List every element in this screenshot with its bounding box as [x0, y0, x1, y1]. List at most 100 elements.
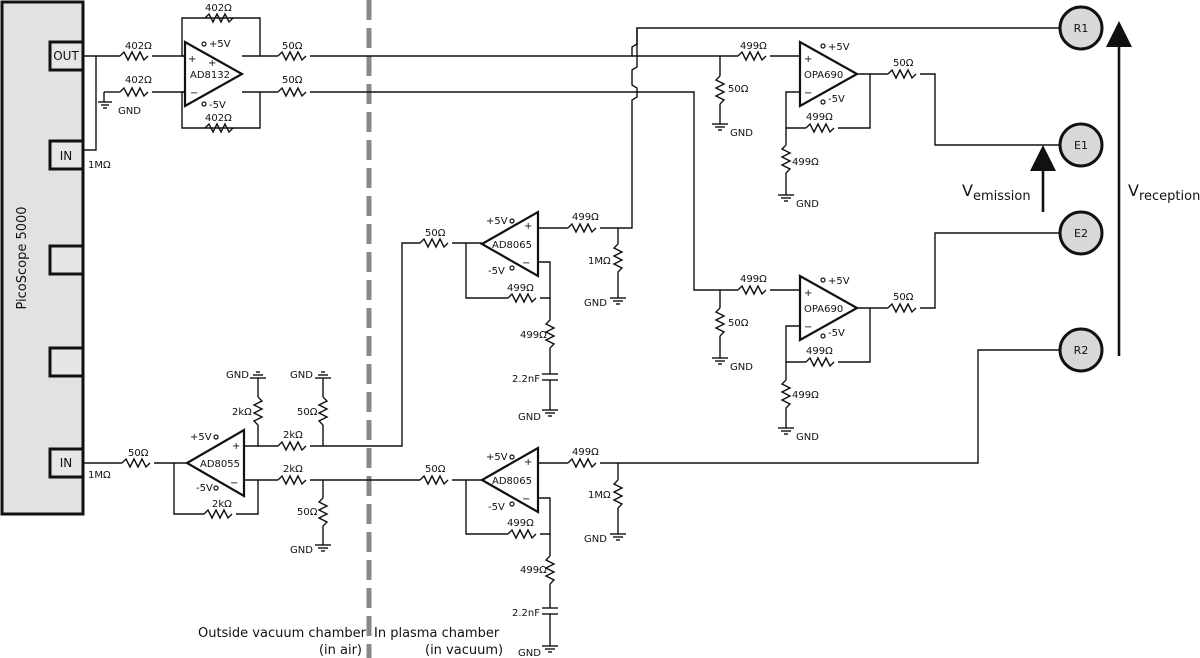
ad8065l-neg: -5V [488, 502, 505, 513]
ad8065u-minus: − [522, 258, 530, 269]
ad8065u-neg: -5V [488, 266, 505, 277]
resistor-50-ad8065u-in [419, 237, 449, 249]
opa2-neg: -5V [828, 328, 845, 339]
port-in-1-label: IN [60, 149, 73, 163]
r50-ad8065u-in-label: 50Ω [425, 228, 446, 239]
ad8065-upper-triangle [479, 210, 540, 278]
r499-ad8065l-out-label: 499Ω [572, 447, 599, 458]
ad8132-minus: − [190, 88, 198, 99]
resistor-499-ad8065u-fb [507, 292, 537, 304]
gnd-ad8132: GND [118, 106, 141, 117]
opa2-minus: − [804, 322, 812, 333]
r2k-up1-label: 2kΩ [232, 407, 252, 418]
outside-label-2: (in air) [319, 643, 362, 658]
electrode-r1-label: R1 [1074, 22, 1089, 35]
resistor-50-out2 [277, 86, 307, 98]
ad8132-neg: -5V [209, 100, 226, 111]
r499-opa1-fb-label: 499Ω [806, 112, 833, 123]
opa690-lower-label: OPA690 [804, 304, 843, 315]
port-out[interactable] [48, 40, 85, 72]
r499-ad8065l-gnd-label: 499Ω [520, 565, 547, 576]
c22n-upper-label: 2.2nF [512, 374, 540, 385]
r-1M-bottom: 1MΩ [88, 470, 111, 481]
resistor-50-up2 [317, 396, 329, 426]
ad8132-stage: 1MΩ 402Ω 402Ω GND AD8132 + + − +5V -5V 4… [83, 3, 1060, 291]
resistor-499-opa2-fb [805, 356, 835, 368]
resistor-499-opa1-fb [805, 122, 835, 134]
r50-up2-label: 50Ω [297, 407, 318, 418]
port-4[interactable] [48, 346, 85, 378]
opa1-pos: +5V [828, 42, 850, 53]
gnd-ad8065l: GND [584, 534, 607, 545]
gnd-ad8065l-c: GND [518, 648, 541, 658]
resistor-1M-ad8065l [612, 479, 624, 509]
gnd-opa2-shunt: GND [730, 362, 753, 373]
r499-opa1-in-label: 499Ω [740, 41, 767, 52]
opa690-lower-stage: 499Ω 50Ω GND OPA690 + − +5V -5V 499Ω 50Ω… [712, 232, 1060, 443]
resistor-499-ad8065u-out [567, 222, 597, 234]
ad8065-upper-label: AD8065 [492, 240, 532, 251]
r50-out2-label: 50Ω [282, 75, 303, 86]
gnd-ad8055-c: GND [290, 545, 313, 556]
emission-label: Vemission [962, 181, 1031, 204]
electrode-e2[interactable]: E2 [1058, 210, 1104, 256]
resistor-402-fb2 [204, 122, 234, 134]
resistor-50-ad8055-in [121, 457, 151, 469]
ad8065-lower-stage: 50Ω AD8065 + − +5V -5V 499Ω 499Ω 1MΩ GND… [419, 349, 1060, 658]
ad8065-lower-label: AD8065 [492, 476, 532, 487]
reception-label: Vreception [1128, 181, 1200, 204]
resistor-499-ad8065l-out [567, 457, 597, 469]
electrode-e1[interactable]: E1 [1058, 122, 1104, 168]
ad8055-plus: + [232, 441, 240, 452]
ad8065u-pos: +5V [486, 216, 508, 227]
opa690-upper-triangle [798, 40, 860, 108]
ad8132-label: AD8132 [190, 70, 230, 81]
r2k-out2-label: 2kΩ [283, 464, 303, 475]
ad8055-triangle [184, 428, 246, 498]
gnd-opa1-shunt: GND [730, 128, 753, 139]
resistor-2k-out1 [277, 440, 307, 452]
r50-ad8055-in-label: 50Ω [128, 448, 149, 459]
inside-label-1: In plasma chamber [374, 626, 500, 641]
r402-in2-label: 402Ω [125, 75, 152, 86]
opa690-upper-label: OPA690 [804, 70, 843, 81]
r50-dn-label: 50Ω [297, 507, 318, 518]
resistor-499-opa1-in [737, 50, 767, 62]
r50-opa1-shunt-label: 50Ω [728, 84, 749, 95]
r2k-fb-label: 2kΩ [212, 499, 232, 510]
resistor-402-fb1 [204, 12, 234, 24]
r50-ad8065l-in-label: 50Ω [425, 464, 446, 475]
port-3[interactable] [48, 244, 85, 276]
r499-ad8065u-gnd-label: 499Ω [520, 330, 547, 341]
gnd-opa2: GND [796, 432, 819, 443]
c22n-lower-label: 2.2nF [512, 608, 540, 619]
r1M-ad8065u-label: 1MΩ [588, 256, 611, 267]
electrode-r1[interactable]: R1 [1058, 5, 1104, 51]
r402-fb1-label: 402Ω [205, 3, 232, 14]
r50-opa2-shunt-label: 50Ω [728, 318, 749, 329]
ad8065-upper-stage: 50Ω AD8065 + − +5V -5V 499Ω 499Ω 1MΩ GND… [419, 28, 638, 423]
r499-ad8065u-fb-label: 499Ω [507, 283, 534, 294]
r2k-out1-label: 2kΩ [283, 430, 303, 441]
r499-ad8065u-out-label: 499Ω [572, 212, 599, 223]
resistor-499-ad8065l-fb [507, 528, 537, 540]
resistor-50-dn [317, 497, 329, 527]
ad8132-pos: +5V [209, 39, 231, 50]
ad8065l-minus: − [522, 494, 530, 505]
ad8055-minus: − [230, 478, 238, 489]
electrode-e1-label: E1 [1074, 139, 1088, 152]
port-in-1[interactable] [48, 139, 85, 171]
gnd-ad8065u-c: GND [518, 412, 541, 423]
ad8132-plus-b: + [208, 58, 216, 69]
resistor-50-opa1-shunt [714, 75, 726, 105]
r402-fb2-label: 402Ω [205, 113, 232, 124]
resistor-2k-out2 [277, 474, 307, 486]
opa1-plus: + [804, 54, 812, 65]
ad8132-triangle [183, 40, 245, 108]
opa2-pos: +5V [828, 276, 850, 287]
electrode-r2[interactable]: R2 [1058, 327, 1104, 373]
resistor-499-opa1-gnd [780, 144, 792, 174]
ad8065u-plus: + [524, 221, 532, 232]
electrode-e2-label: E2 [1074, 227, 1088, 240]
